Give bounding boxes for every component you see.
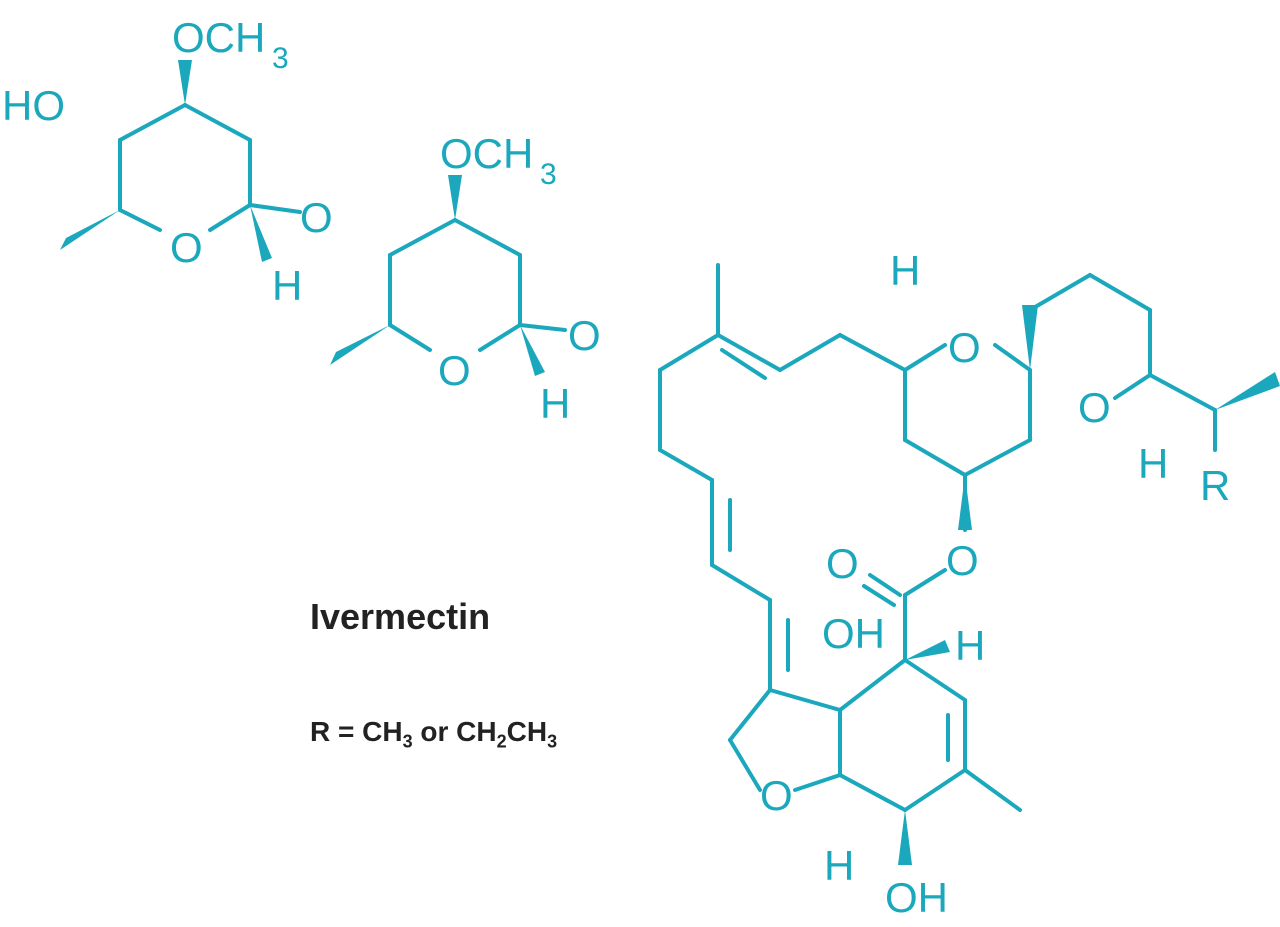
r-group-definition: R = CH3 or CH2CH3 — [310, 716, 558, 752]
svg-text:O: O — [948, 324, 981, 371]
svg-text:O: O — [946, 537, 979, 584]
svg-text:OCH: OCH — [172, 14, 265, 61]
svg-text:H: H — [890, 247, 920, 294]
svg-text:H: H — [955, 622, 985, 669]
svg-text:H: H — [540, 380, 570, 427]
svg-text:3: 3 — [540, 158, 557, 191]
svg-text:O: O — [438, 347, 471, 394]
svg-text:H: H — [824, 842, 854, 889]
svg-text:OH: OH — [885, 874, 948, 921]
svg-text:HO: HO — [2, 82, 65, 129]
svg-text:O: O — [300, 194, 333, 241]
svg-text:O: O — [826, 540, 859, 587]
svg-text:OH: OH — [822, 610, 885, 657]
svg-text:H: H — [1138, 440, 1168, 487]
compound-title: Ivermectin — [310, 596, 491, 637]
svg-text:R: R — [1200, 462, 1230, 509]
svg-text:H: H — [272, 262, 302, 309]
svg-text:O: O — [170, 224, 203, 271]
svg-text:O: O — [1078, 384, 1111, 431]
svg-text:3: 3 — [272, 42, 289, 75]
svg-text:O: O — [568, 312, 601, 359]
svg-text:O: O — [760, 772, 793, 819]
svg-text:OCH: OCH — [440, 130, 533, 177]
